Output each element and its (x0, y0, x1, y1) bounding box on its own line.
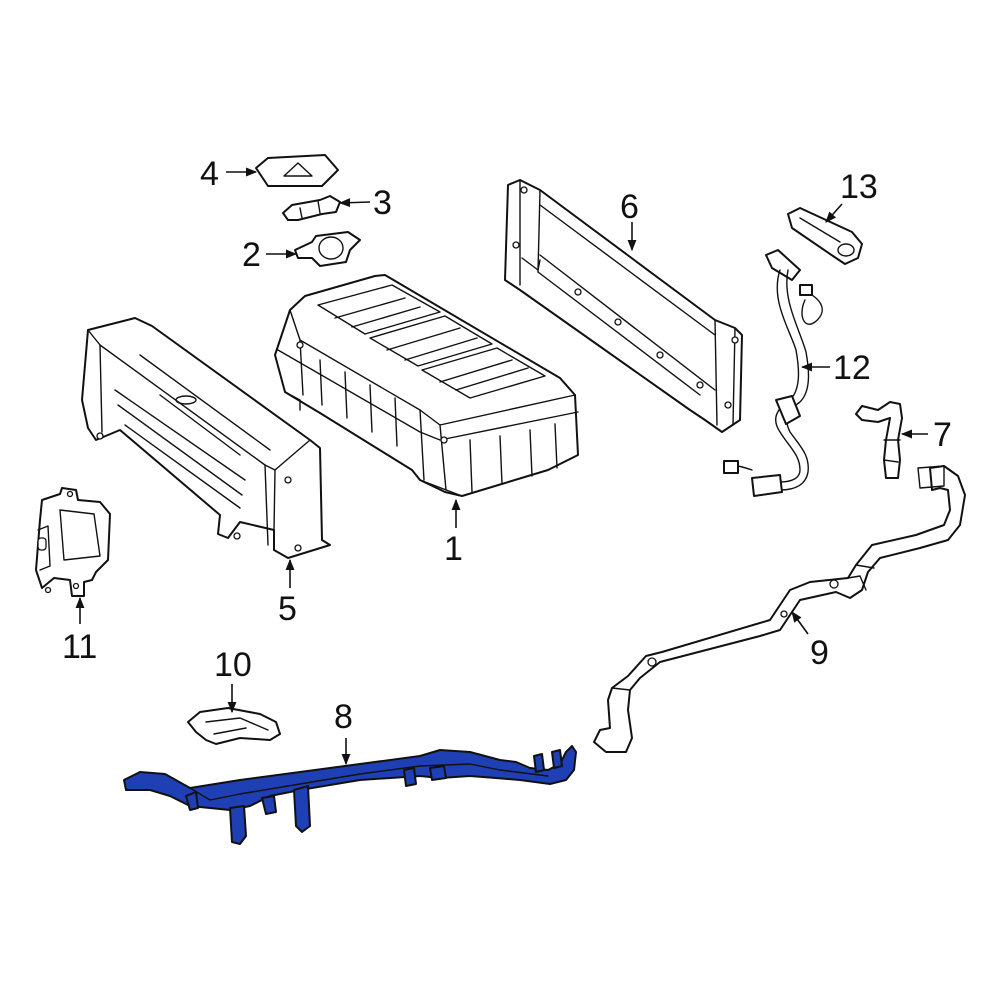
part-11-bracket[interactable] (35, 487, 111, 597)
part-13-clip[interactable] (787, 207, 863, 265)
part-6-frame[interactable] (504, 179, 743, 433)
callout-12: 12 (833, 349, 871, 387)
callout-2: 2 (242, 236, 261, 274)
callout-5: 5 (278, 590, 297, 628)
callout-13: 13 (840, 168, 878, 206)
part-8-harness[interactable] (123, 745, 577, 845)
part-2-grommet[interactable] (294, 231, 361, 267)
part-7-hose[interactable] (855, 401, 903, 479)
callout-3: 3 (373, 184, 392, 222)
callout-10: 10 (214, 646, 252, 684)
leader-13 (825, 203, 843, 223)
part-4-cover[interactable] (255, 154, 339, 187)
callout-8: 8 (334, 698, 353, 736)
callout-9: 9 (810, 634, 829, 672)
part-9-pipe[interactable] (593, 465, 966, 753)
part-10-cover[interactable] (187, 707, 281, 745)
callout-4: 4 (200, 155, 219, 193)
part-1-battery[interactable] (274, 274, 579, 497)
callout-1: 1 (444, 530, 463, 568)
part-3-plug[interactable] (282, 195, 341, 221)
leader-9 (791, 611, 809, 635)
callout-6: 6 (620, 188, 639, 226)
callout-11: 11 (62, 628, 97, 666)
part-5-bracket[interactable] (81, 317, 331, 559)
callout-7: 7 (933, 416, 952, 454)
part-12-harness[interactable] (723, 249, 823, 497)
leader-3 (338, 198, 371, 208)
